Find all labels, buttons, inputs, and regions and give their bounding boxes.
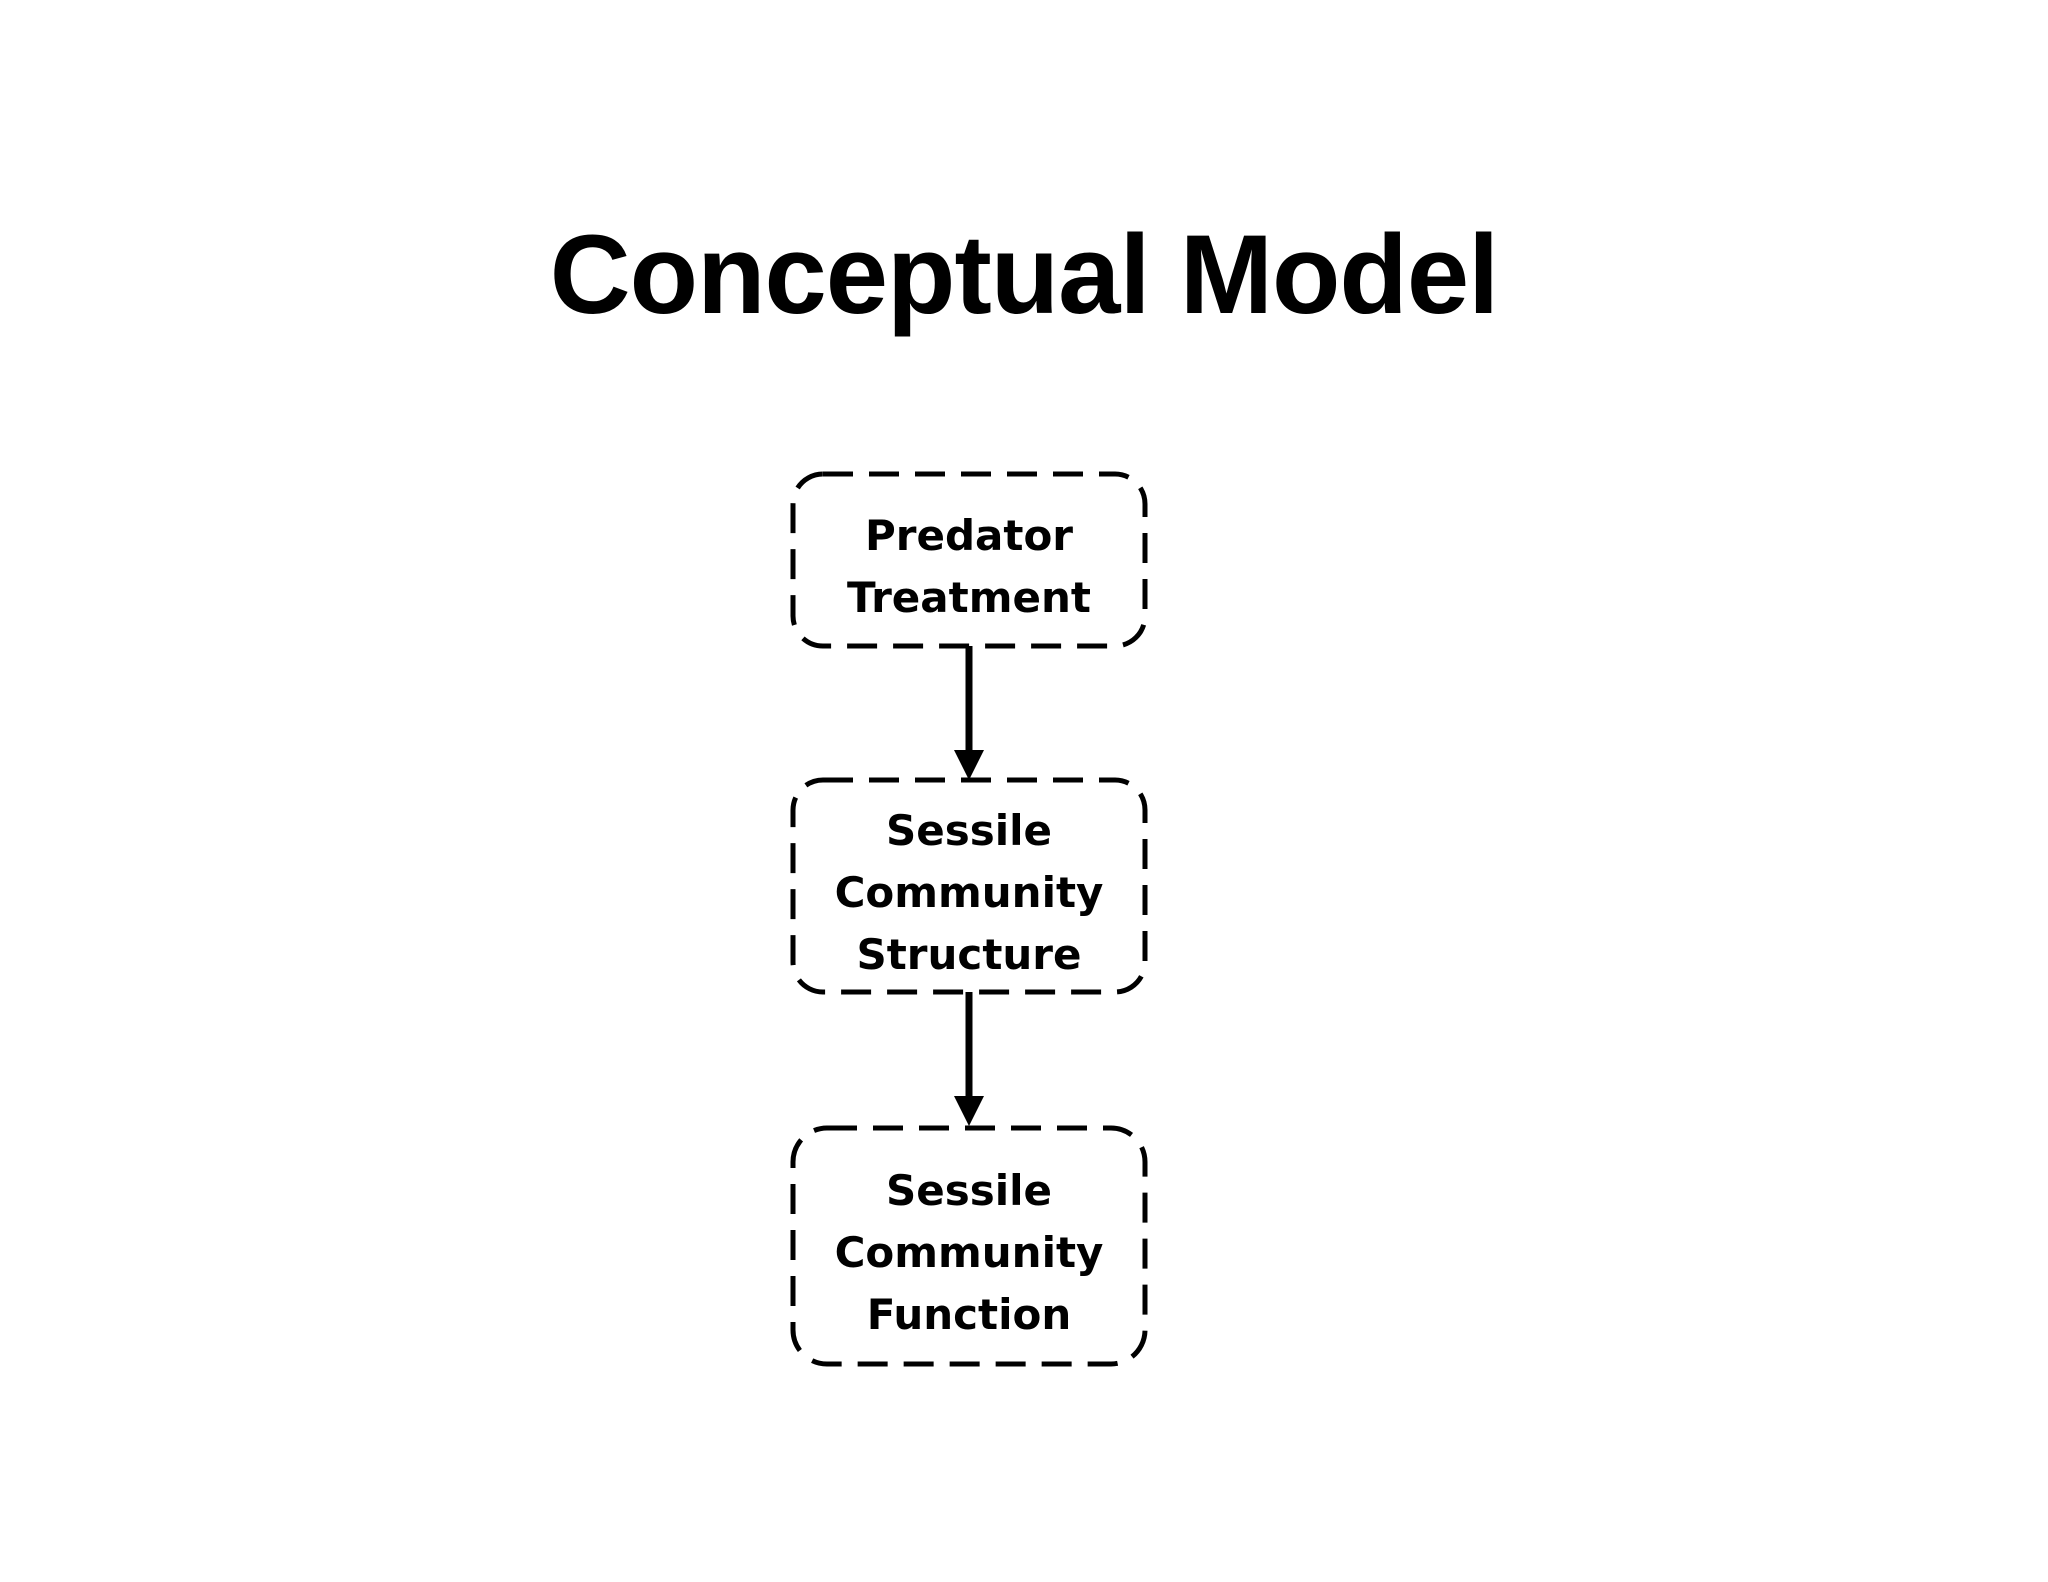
node-label-line: Sessile	[886, 806, 1052, 855]
node-label-line: Predator	[865, 511, 1073, 560]
node-label-line: Community	[835, 868, 1104, 917]
node-community-structure: Sessile Community Structure	[790, 777, 1148, 995]
node-box	[790, 1125, 1148, 1367]
node-label-line: Community	[835, 1228, 1104, 1277]
node-label-line: Treatment	[847, 573, 1091, 622]
node-label-line: Function	[867, 1290, 1072, 1339]
node-box	[790, 777, 1148, 995]
edge-predator-to-structure	[954, 646, 984, 780]
node-label-line: Sessile	[886, 1166, 1052, 1215]
node-community-function: Sessile Community Function	[790, 1125, 1148, 1367]
node-label-line: Structure	[856, 930, 1081, 979]
edge-structure-to-function	[954, 992, 984, 1126]
node-predator-treatment: Predator Treatment	[790, 471, 1148, 649]
arrowhead-icon	[954, 750, 984, 780]
slide-title: Conceptual Model	[549, 212, 1499, 337]
arrowhead-icon	[954, 1096, 984, 1126]
